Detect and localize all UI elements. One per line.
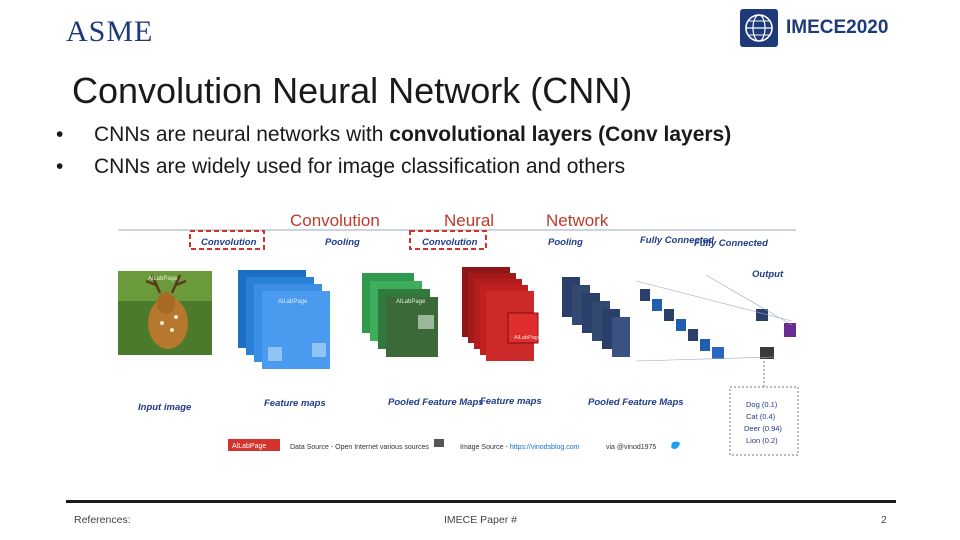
pool1-watermark: AlLabPage <box>396 299 426 305</box>
conv2-watermark: AlLabPage <box>514 335 541 341</box>
source-image-icon <box>434 439 444 447</box>
label-input-image: Input image <box>138 402 192 413</box>
bullet-emphasis: convolutional layers (Conv layers) <box>389 123 732 146</box>
label-convolution-2: Convolution <box>422 237 478 248</box>
imece-logo-text: IMECE2020 <box>786 17 889 38</box>
conv2-feature-maps: AlLabPage <box>462 267 541 361</box>
data-source-text: Data Source - Open Internet various sour… <box>290 444 429 451</box>
label-output: Output <box>752 269 784 280</box>
label-pooled-feature-maps-1: Pooled Feature Maps <box>388 397 484 408</box>
cnn-diagram: Convolution Neural Network Convolution P… <box>118 211 799 456</box>
bullet-text: CNNs are widely used for image classific… <box>94 155 626 178</box>
pool1-feature-maps: AlLabPage <box>362 273 438 357</box>
label-pooled-feature-maps-2: Pooled Feature Maps <box>588 397 684 408</box>
output-cat: Cat (0.4) <box>746 412 776 421</box>
pooled1-text: Pooled Feature Maps <box>388 397 484 408</box>
label-pooling-2: Pooling <box>548 237 583 248</box>
label-feature-maps-1: Feature maps <box>264 398 326 409</box>
fc2-text: Fully Connected <box>694 238 768 249</box>
source-badge: AlLabPage <box>232 443 266 450</box>
source-badge-bg <box>228 439 280 451</box>
via-text: via @vinod1975 <box>606 444 656 451</box>
bullet-text: CNNs are neural networks with <box>94 123 390 146</box>
bullet-marker: • <box>56 123 64 146</box>
bullet-item: • CNNs are widely used for image classifi… <box>56 155 625 179</box>
bullet-item: • CNNs are neural networks with convoluti… <box>56 123 731 147</box>
page-number: 2 <box>881 514 887 526</box>
image-source-prefix: Image Source - <box>460 444 510 451</box>
output-lion: Lion (0.2) <box>746 436 778 445</box>
conv1-watermark: AlLabPage <box>278 299 308 305</box>
label-convolution-1: Convolution <box>201 237 257 248</box>
footer-divider <box>66 500 896 503</box>
image-source-link[interactable]: https://vinodsblog.com <box>510 444 580 451</box>
fully-connected-layers <box>635 274 796 362</box>
imece-logo: IMECE2020 <box>740 8 900 48</box>
conv1-feature-maps: AlLabPage <box>238 270 330 369</box>
footer-references: References: <box>74 514 131 526</box>
input-image: AlLabPage <box>118 271 212 355</box>
asme-logo-text: ASME <box>66 15 154 48</box>
image-source-text: Image Source - https://vinodsblog.com <box>460 444 580 451</box>
heading-neural: Neural <box>444 211 494 230</box>
output-deer: Deer (0.94) <box>744 424 782 433</box>
label-feature-maps-2: Feature maps <box>480 396 542 407</box>
twitter-icon <box>671 441 680 449</box>
pool2-feature-maps <box>562 277 630 357</box>
conv2-highlight-box <box>409 230 487 250</box>
bullet-marker: • <box>56 155 64 178</box>
input-watermark: AlLabPage <box>148 276 178 282</box>
label-fully-connected-1: Fully Connected <box>640 235 714 246</box>
label-fully-connected-2: Fully Connected <box>694 238 768 249</box>
heading-convolution: Convolution <box>290 211 380 230</box>
pooled2-text: Pooled Feature Maps <box>588 397 684 408</box>
fc1-text: Fully Connected <box>640 235 714 246</box>
source-bar: AlLabPage Data Source - Open Internet va… <box>228 439 680 451</box>
output-probabilities: Dog (0.1) Cat (0.4) Deer (0.94) Lion (0.… <box>729 357 799 456</box>
output-dog: Dog (0.1) <box>746 400 778 409</box>
asme-logo: ASME <box>66 14 162 50</box>
globe-icon <box>740 9 778 47</box>
conv1-highlight-box <box>189 230 265 250</box>
footer-paper-number: IMECE Paper # <box>444 514 517 526</box>
label-pooling-1: Pooling <box>325 237 360 248</box>
slide-title: Convolution Neural Network (CNN) <box>72 70 633 111</box>
heading-network: Network <box>546 211 609 230</box>
